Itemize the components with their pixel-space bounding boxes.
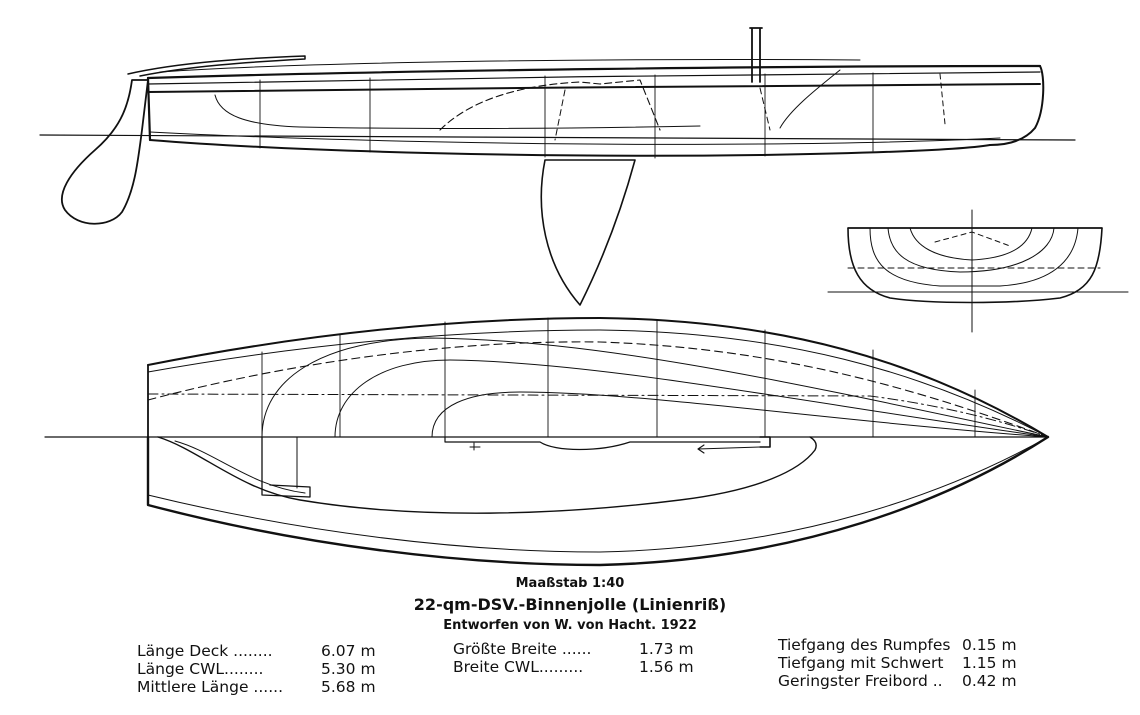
plan-waterline-3 <box>431 391 1049 438</box>
stem <box>989 65 1045 146</box>
rudder <box>60 79 149 225</box>
plan-dashed-sheer <box>147 341 1049 438</box>
spec-value: 1.56 m <box>639 658 694 676</box>
body-plan-section-4 <box>909 227 1033 261</box>
body-plan-section-3 <box>887 227 1055 273</box>
sheer-line <box>146 64 1042 80</box>
half-breadth-plan-view <box>44 317 1050 567</box>
profile-waterline <box>39 134 1076 141</box>
body-plan-view <box>827 209 1129 333</box>
dashed-line-2 <box>759 87 771 131</box>
spec-value: 5.68 m <box>321 678 376 696</box>
plan-stations <box>261 317 976 438</box>
plan-sheer-inner <box>147 329 1049 438</box>
plan-mast-step <box>759 436 771 448</box>
spec-label: Geringster Freibord .. <box>778 672 943 690</box>
dashed-line-1 <box>554 89 566 141</box>
spec-row: Geringster Freibord .. 0.42 m <box>778 672 1017 690</box>
profile-stations <box>259 72 874 159</box>
spec-row: Breite CWL......... 1.56 m <box>453 658 694 676</box>
profile-view <box>39 27 1076 306</box>
spec-label: Tiefgang mit Schwert <box>778 654 944 672</box>
scale-caption: Maaßstab 1:40 <box>515 576 625 591</box>
spec-label: Größte Breite ...... <box>453 640 592 658</box>
mast <box>749 27 763 83</box>
spec-label: Länge CWL........ <box>137 660 264 678</box>
plan-small-fitting <box>469 442 481 451</box>
spec-value: 5.30 m <box>321 660 376 678</box>
spec-row: Größte Breite ...... 1.73 m <box>453 640 694 658</box>
plan-waterline-2 <box>334 359 1049 438</box>
buttock-2 <box>779 69 841 129</box>
spec-row: Länge CWL........ 5.30 m <box>137 660 376 678</box>
body-plan-section-2 <box>869 227 1079 287</box>
body-plan-outer-section <box>847 227 1103 304</box>
plan-hull-outline-lower <box>146 435 1050 567</box>
dashed-line-3 <box>939 73 946 125</box>
drawing-title: 22-qm-DSV.-Binnenjolle (Linienriß) <box>413 595 727 614</box>
rub-rail <box>147 83 1041 93</box>
spec-row: Tiefgang mit Schwert 1.15 m <box>778 654 1017 672</box>
plan-deck-outline-upper <box>147 317 1049 438</box>
spec-row: Mittlere Länge ...... 5.68 m <box>137 678 376 696</box>
spec-label: Mittlere Länge ...... <box>137 678 283 696</box>
plan-arrow-head <box>697 444 705 454</box>
spec-label: Tiefgang des Rumpfes <box>778 636 951 654</box>
spec-value: 1.15 m <box>962 654 1017 672</box>
spec-row: Tiefgang des Rumpfes 0.15 m <box>778 636 1017 654</box>
centreboard <box>540 159 636 306</box>
spec-value: 0.15 m <box>962 636 1017 654</box>
tiller <box>127 55 306 77</box>
specs-column-2: Größte Breite ...... 1.73 m Breite CWL..… <box>453 640 694 676</box>
spec-value: 1.73 m <box>639 640 694 658</box>
plan-buttock-dashdot <box>147 393 1049 438</box>
plan-rudder-fitting <box>261 436 311 498</box>
body-plan-diagonal <box>934 231 1011 247</box>
plan-arrow-line <box>697 446 761 450</box>
bottom-line <box>149 131 1001 145</box>
buttock-1 <box>214 94 701 130</box>
plan-centreboard-case <box>444 436 761 451</box>
coaming-line <box>159 59 861 73</box>
plan-waterline-1 <box>261 337 1049 438</box>
spec-row: Länge Deck ........ 6.07 m <box>137 642 376 660</box>
specs-column-1: Länge Deck ........ 6.07 m Länge CWL....… <box>137 642 376 696</box>
spec-value: 6.07 m <box>321 642 376 660</box>
deck-line <box>147 71 1041 85</box>
specs-column-3: Tiefgang des Rumpfes 0.15 m Tiefgang mit… <box>778 636 1017 690</box>
designer-caption: Entworfen von W. von Hacht. 1922 <box>443 618 697 633</box>
spec-label: Länge Deck ........ <box>137 642 273 660</box>
plan-cockpit-inner <box>174 440 306 494</box>
plan-cockpit-coaming <box>157 436 817 514</box>
spec-label: Breite CWL......... <box>453 658 584 676</box>
spec-value: 0.42 m <box>962 672 1017 690</box>
transom <box>146 76 152 142</box>
plan-hull-inner-lower <box>147 436 1049 553</box>
keel-line <box>149 139 991 157</box>
